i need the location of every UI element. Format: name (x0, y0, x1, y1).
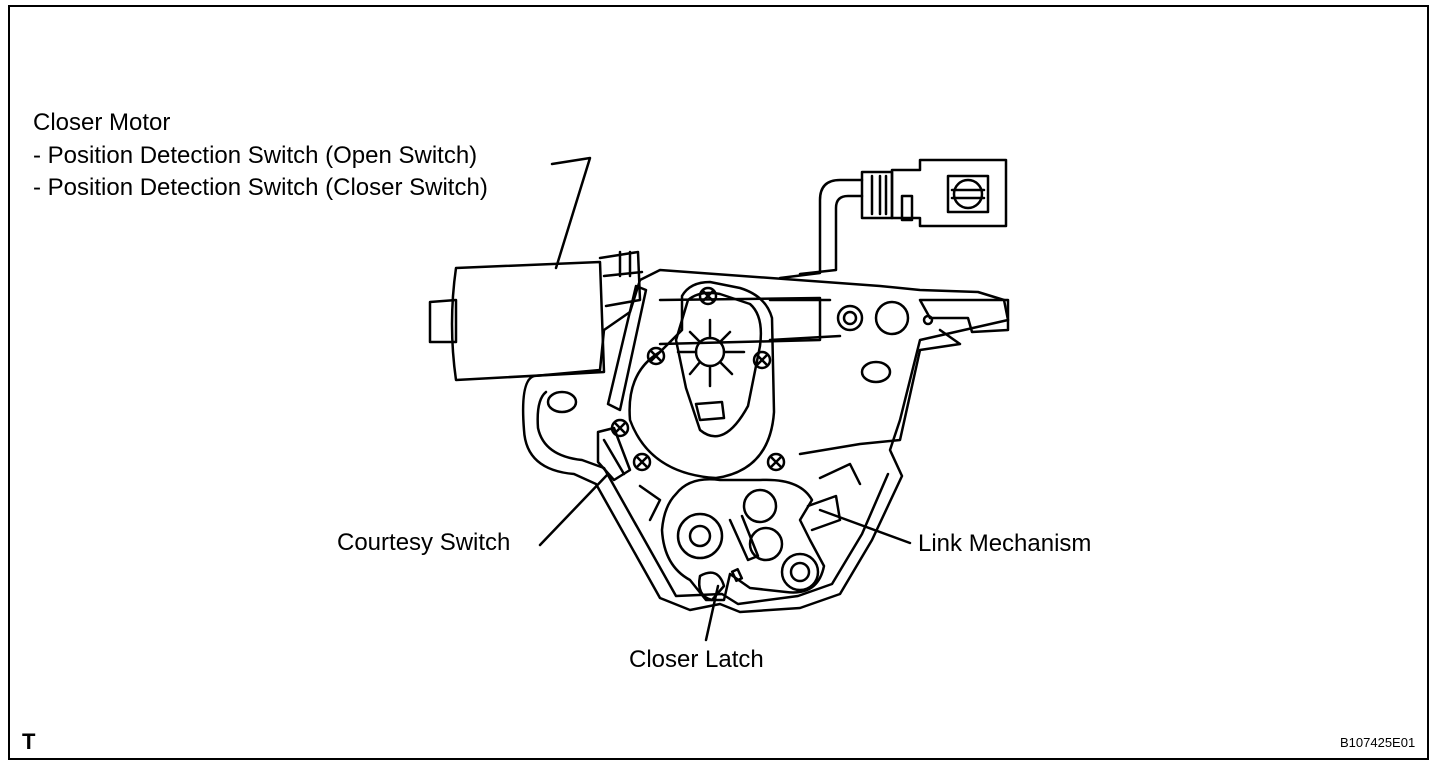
latch-housing (521, 268, 1010, 614)
gear-housing (628, 280, 776, 480)
closer-motor-label: Closer Motor (33, 109, 171, 136)
courtesy-switch-label: Courtesy Switch (337, 529, 511, 556)
closer-latch-label: Closer Latch (629, 646, 764, 673)
latch-and-link (638, 462, 862, 602)
drive-rod (606, 284, 842, 412)
mounting-screws (610, 286, 786, 472)
motor-leader-line (550, 156, 592, 270)
corner-mark: T (22, 729, 36, 754)
link-mechanism-label: Link Mechanism (918, 530, 1092, 557)
courtesy-switch-part (596, 426, 632, 482)
open-switch-label: - Position Detection Switch (Open Switch… (33, 142, 478, 169)
connector (778, 158, 1008, 280)
closer-motor (428, 250, 644, 382)
diagram-frame (8, 5, 1429, 760)
closer-switch-label: - Position Detection Switch (Closer Swit… (33, 174, 488, 201)
courtesy-switch-leader-line (538, 472, 610, 547)
figure-code: B107425E01 (1340, 735, 1416, 750)
